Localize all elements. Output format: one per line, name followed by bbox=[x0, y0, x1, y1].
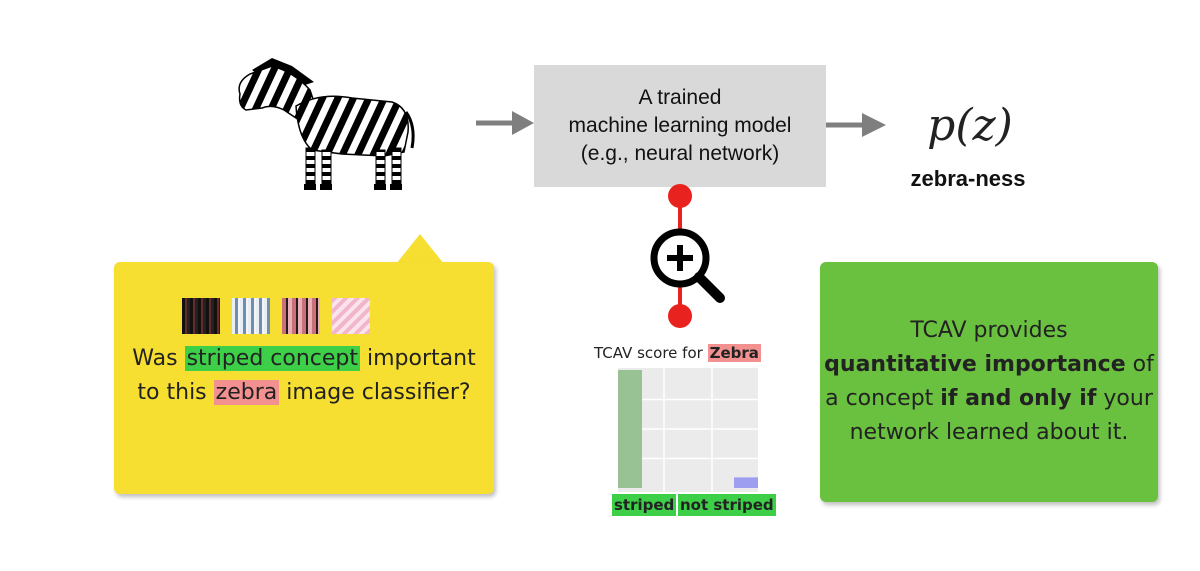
bar-not-striped bbox=[734, 477, 758, 488]
output-arrow bbox=[826, 113, 886, 137]
magnifier-plus-icon bbox=[650, 228, 725, 303]
question-text-3: to this bbox=[137, 380, 214, 405]
bar-striped bbox=[618, 370, 642, 488]
concept-highlight: striped concept bbox=[184, 346, 361, 371]
probe bbox=[650, 184, 725, 328]
question-text-1: Was bbox=[132, 346, 185, 371]
info-line-2-tail: of bbox=[1125, 352, 1154, 377]
concept-question: Was striped concept important to this ze… bbox=[114, 342, 494, 422]
question-text-2: important bbox=[360, 346, 476, 371]
model-line-1: A trained bbox=[638, 86, 722, 109]
concept-example-red-stripes bbox=[282, 298, 320, 334]
x-tick-not-striped: not striped bbox=[678, 494, 776, 516]
concept-example-dark-stripes bbox=[182, 298, 220, 334]
info-bold-2: if and only if bbox=[940, 386, 1097, 411]
info-box: TCAV provides quantitative importance of… bbox=[820, 262, 1158, 502]
model-box: A trained machine learning model (e.g., … bbox=[534, 65, 826, 187]
tcav-bar-chart bbox=[618, 368, 758, 492]
model-line-2: machine learning model bbox=[568, 114, 792, 137]
x-tick-striped: striped bbox=[612, 494, 677, 516]
zebra-image bbox=[238, 58, 415, 190]
chart-title-prefix: TCAV score for bbox=[594, 344, 708, 362]
input-arrow bbox=[476, 111, 534, 135]
chart-title: TCAV score for Zebra bbox=[594, 344, 794, 368]
chart-title-class: Zebra bbox=[707, 344, 761, 362]
callout-pointer bbox=[396, 234, 444, 264]
concept-example-pink-stripes bbox=[332, 298, 370, 334]
info-bold-1: quantitative importance bbox=[824, 352, 1126, 377]
output-label: zebra-ness bbox=[910, 166, 1026, 191]
info-line-1: TCAV provides bbox=[910, 318, 1068, 343]
info-line-3-head: a concept bbox=[825, 386, 941, 411]
info-line-3-tail: your bbox=[1096, 386, 1153, 411]
model-line-3: (e.g., neural network) bbox=[580, 142, 780, 165]
info-text: TCAV provides quantitative importance of… bbox=[824, 314, 1154, 450]
question-text-4: image classifier? bbox=[279, 380, 471, 405]
concept-example-blue-stripes bbox=[232, 298, 270, 334]
info-line-4: network learned about it. bbox=[849, 420, 1129, 445]
class-highlight: zebra bbox=[213, 380, 280, 405]
output-formula: p(z) bbox=[927, 100, 1013, 151]
